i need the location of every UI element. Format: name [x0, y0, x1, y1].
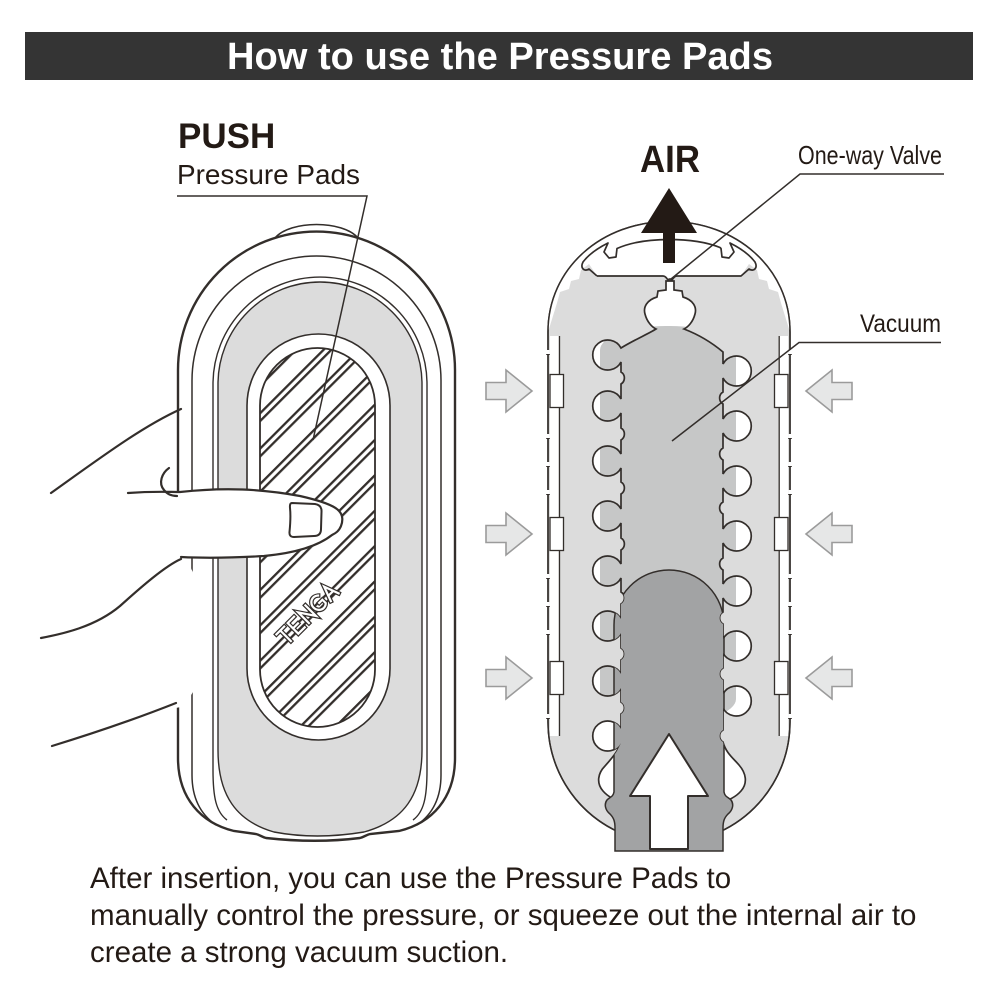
- svg-text:create a strong vacuum suction: create a strong vacuum suction.: [90, 936, 508, 969]
- svg-text:manually control the pressure,: manually control the pressure, or squeez…: [90, 899, 916, 932]
- svg-text:Pressure Pads: Pressure Pads: [177, 159, 360, 190]
- svg-text:One-way Valve: One-way Valve: [798, 140, 942, 170]
- svg-text:How to use the Pressure Pads: How to use the Pressure Pads: [227, 36, 773, 78]
- svg-text:PUSH: PUSH: [178, 117, 275, 156]
- svg-text:After insertion, you can use t: After insertion, you can use the Pressur…: [90, 862, 731, 895]
- svg-text:Vacuum: Vacuum: [860, 310, 941, 338]
- svg-text:AIR: AIR: [640, 139, 700, 181]
